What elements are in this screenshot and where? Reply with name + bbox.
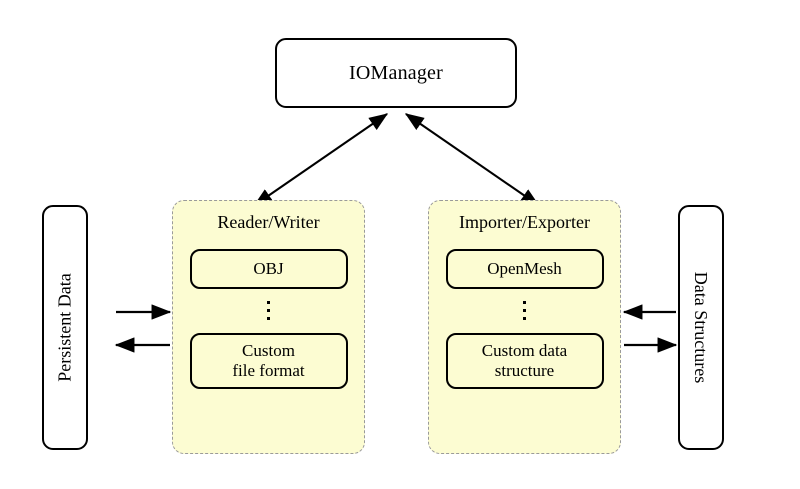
group-reader-writer: Reader/Writer OBJ Custom file format bbox=[172, 200, 365, 454]
arrow-iomanager-importer-exporter bbox=[404, 113, 540, 207]
group-reader-writer-title: Reader/Writer bbox=[217, 212, 320, 232]
node-obj[interactable]: OBJ bbox=[189, 248, 348, 289]
data-structures-node[interactable]: Data Structures bbox=[678, 205, 724, 450]
node-custom-data-structure-label-line1: Custom data bbox=[481, 340, 568, 360]
vertical-ellipsis-icon bbox=[523, 289, 526, 333]
iomanager-label: IOManager bbox=[349, 61, 443, 84]
group-importer-exporter-title: Importer/Exporter bbox=[459, 212, 590, 232]
node-custom-file-format-label-line2: file format bbox=[232, 360, 305, 380]
node-custom-data-structure[interactable]: Custom data structure bbox=[445, 332, 604, 389]
vertical-ellipsis-icon bbox=[267, 289, 270, 333]
persistent-data-label: Persistent Data bbox=[54, 273, 75, 382]
group-importer-exporter: Importer/Exporter OpenMesh Custom data s… bbox=[428, 200, 621, 454]
persistent-data-node[interactable]: Persistent Data bbox=[42, 205, 88, 450]
node-obj-label: OBJ bbox=[253, 258, 284, 278]
iomanager-node[interactable]: IOManager bbox=[275, 38, 517, 108]
arrow-iomanager-reader-writer bbox=[253, 113, 389, 207]
node-custom-file-format[interactable]: Custom file format bbox=[189, 332, 348, 389]
data-structures-label: Data Structures bbox=[691, 271, 712, 384]
node-openmesh-label: OpenMesh bbox=[487, 258, 562, 278]
node-custom-file-format-label-line1: Custom bbox=[242, 340, 295, 360]
node-custom-data-structure-label-line2: structure bbox=[494, 360, 555, 380]
node-openmesh[interactable]: OpenMesh bbox=[445, 248, 604, 289]
